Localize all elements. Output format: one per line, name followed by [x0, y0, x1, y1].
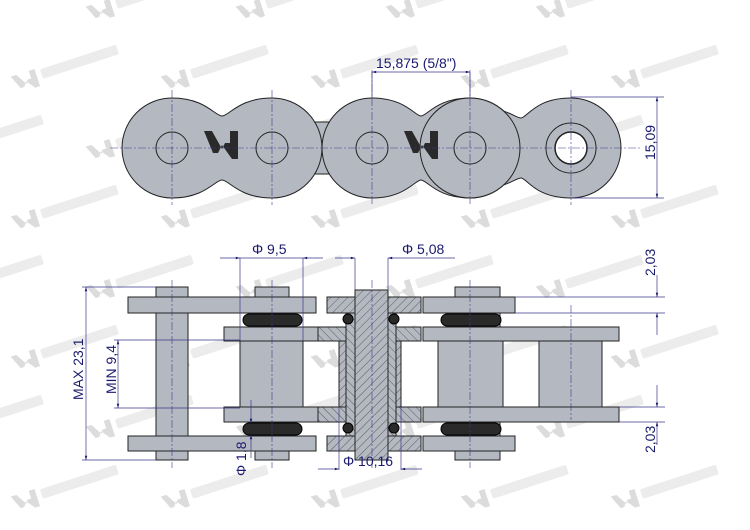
pin-diameter-dimension: Φ 5,08	[402, 241, 445, 257]
roller-diameter-dimension: Φ 9,5	[252, 241, 287, 257]
watermark-logo	[535, 0, 644, 19]
watermark-logo	[535, 255, 644, 299]
watermark-logo	[0, 255, 44, 289]
watermark-logo	[0, 395, 44, 429]
w-logo-icon	[404, 131, 438, 159]
watermark-logo	[610, 325, 719, 369]
watermark-logo	[85, 255, 194, 299]
watermark-logo	[385, 0, 494, 19]
watermark-logo	[10, 185, 119, 229]
watermark-logo	[610, 185, 719, 229]
side-view: Φ 9,5 Φ 5,08 Φ 10,16 Φ 1,8 MAX 23,1 MIN …	[70, 241, 665, 476]
watermark-logo	[235, 0, 344, 19]
watermark-logo	[610, 465, 719, 509]
max-width-dimension: MAX 23,1	[70, 338, 86, 400]
watermark-logo	[235, 255, 344, 299]
min-width-dimension: MIN 9,4	[103, 345, 119, 394]
o-ring	[440, 422, 502, 436]
watermark-logo	[460, 465, 569, 509]
watermark-logo	[610, 45, 719, 89]
bushing-diameter-dimension: Φ 10,16	[343, 453, 393, 469]
top-view: 15,875 (5/8") 15,09	[110, 55, 664, 205]
watermark-logo	[10, 465, 119, 509]
watermark-logo	[10, 325, 119, 369]
watermark-logo	[460, 45, 569, 89]
watermark-logo	[160, 45, 269, 89]
w-logo-icon	[204, 131, 238, 159]
watermark-logo	[0, 115, 44, 149]
plate-height-dimension: 15,09	[642, 125, 658, 160]
bottom-plate-thickness-dimension: 2,03	[642, 426, 658, 453]
watermark-logo	[160, 465, 269, 509]
watermark-logo	[10, 45, 119, 89]
watermark-logo	[0, 0, 44, 9]
o-ring	[242, 422, 303, 436]
oring-diameter-dimension: Φ 1,8	[233, 441, 249, 476]
watermark-logo	[385, 255, 494, 299]
pitch-dimension: 15,875 (5/8")	[376, 55, 456, 71]
o-ring	[242, 313, 303, 327]
top-plate-thickness-dimension: 2,03	[642, 249, 658, 276]
watermark-logo	[310, 45, 419, 89]
watermark-logo	[85, 0, 194, 19]
watermark-logo	[310, 465, 419, 509]
o-ring	[440, 313, 502, 327]
